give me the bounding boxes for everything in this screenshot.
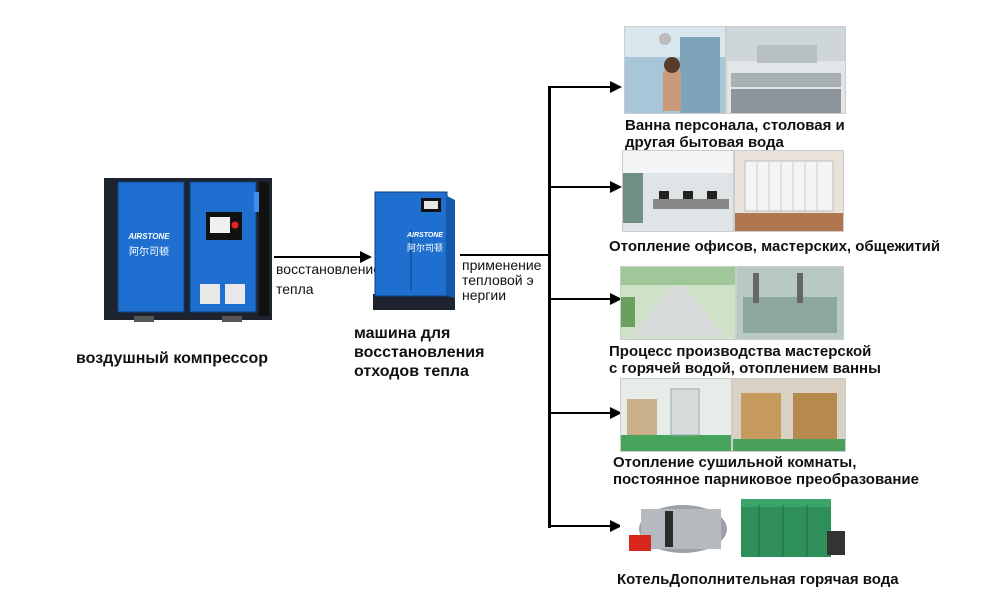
recovery-machine-label-line: восстановления xyxy=(354,344,485,361)
branch-line-3 xyxy=(548,298,612,300)
branch-arrowhead-3 xyxy=(610,293,622,305)
recovery-machine-label-line: отходов тепла xyxy=(354,363,469,380)
branch-arrowhead-1 xyxy=(610,81,622,93)
branch-line-1 xyxy=(548,86,612,88)
application-label-line: КотельДополнительная горячая вода xyxy=(617,571,899,588)
branch-arrowhead-4 xyxy=(610,407,622,419)
application-label-line: постоянное парниковое преобразование xyxy=(613,471,919,488)
machine-brand-cn: 阿尔司顿 xyxy=(406,243,443,253)
branch-arrowhead-5 xyxy=(610,520,622,532)
arrow-compressor-to-machine-head xyxy=(360,251,372,263)
branch-line-2 xyxy=(548,186,612,188)
arrow1-label: восстановление тепла xyxy=(276,262,381,297)
branch-line-4 xyxy=(548,412,612,414)
gas-boiler-photo xyxy=(620,490,732,568)
recovery-machine-label-line: машина для xyxy=(354,325,451,342)
arrow2-label-line: нергии xyxy=(462,287,507,303)
application-label-line: Отопление сушильной комнаты, xyxy=(613,454,857,471)
compressor-label: воздушный компрессор xyxy=(76,350,268,367)
application-label-line: с горячей водой, отоплением ванны xyxy=(609,360,881,377)
shower-photo xyxy=(624,26,726,114)
application-label-1: Ванна персонала, столовая и другая бытов… xyxy=(625,117,845,151)
arrow1-label-line: тепла xyxy=(276,281,314,297)
canteen-kitchen-photo xyxy=(726,26,846,114)
arrow2-label-line: тепловой э xyxy=(462,272,534,288)
arrow-machine-to-distribution-line xyxy=(460,254,549,256)
recovery-machine-label: машина для восстановления отходов тепла xyxy=(354,324,484,381)
application-label-line: другая бытовая вода xyxy=(625,134,784,151)
drying-room-photo xyxy=(620,378,732,452)
application-label-4: Отопление сушильной комнаты, постоянное … xyxy=(613,454,919,488)
air-compressor-image xyxy=(104,178,272,324)
heat-recovery-machine-image xyxy=(371,190,457,314)
machine-brand: AIRSTONE xyxy=(406,232,444,239)
radiator-photo xyxy=(734,150,844,232)
distribution-vertical-line xyxy=(548,86,551,528)
workshop-line-photo xyxy=(620,266,736,340)
application-label-2: Отопление офисов, мастерских, общежитий xyxy=(609,238,940,255)
application-label-line: Отопление офисов, мастерских, общежитий xyxy=(609,238,941,255)
greenhouse-rack-photo xyxy=(732,378,846,452)
compressor-brand: AIRSTONE xyxy=(128,232,170,241)
arrow2-label-line: применение xyxy=(462,257,542,273)
compressor-brand-cn: 阿尔司顿 xyxy=(129,247,169,258)
office-photo xyxy=(622,150,734,232)
branch-line-5 xyxy=(548,525,612,527)
application-label-line: Процесс производства мастерской xyxy=(609,343,872,360)
branch-arrowhead-2 xyxy=(610,181,622,193)
coal-boiler-photo xyxy=(734,490,848,568)
workshop-tank-photo xyxy=(736,266,844,340)
application-label-5: КотельДополнительная горячая вода xyxy=(617,571,899,588)
application-label-line: Ванна персонала, столовая и xyxy=(625,117,845,134)
arrow1-label-line: восстановление xyxy=(276,261,382,277)
application-label-3: Процесс производства мастерской с горяче… xyxy=(609,343,881,377)
arrow-compressor-to-machine-line xyxy=(274,256,362,258)
arrow2-label: применение тепловой э нергии xyxy=(462,258,541,303)
